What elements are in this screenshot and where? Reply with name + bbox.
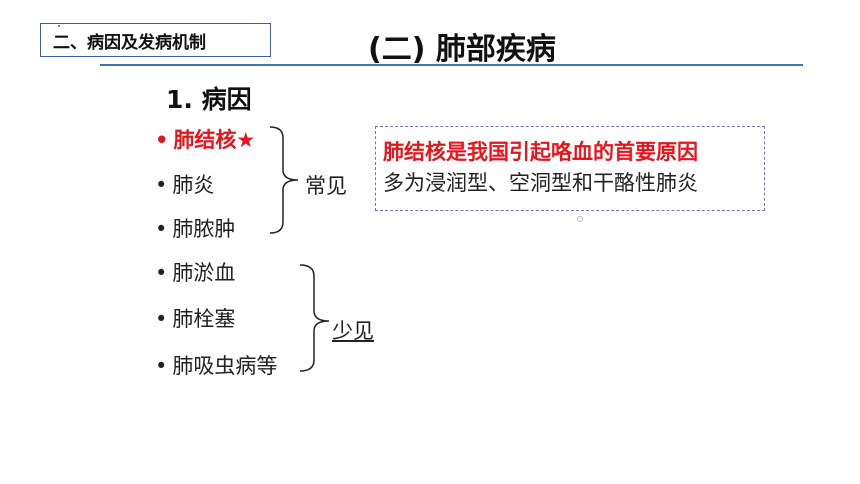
list-item-pulmonary-congestion: •肺淤血 <box>155 257 235 287</box>
note-box: 肺结核是我国引起咯血的首要原因 多为浸润型、空洞型和干酪性肺炎 <box>375 126 765 211</box>
note-detail-text: 多为浸润型、空洞型和干酪性肺炎 <box>383 171 698 195</box>
subheading-causes: 1. 病因 <box>166 85 252 114</box>
list-item-label: 肺吸虫病等 <box>172 354 278 378</box>
bullet-icon: • <box>155 261 168 285</box>
list-item-label: 肺脓肿 <box>172 217 236 241</box>
list-item-label: 肺栓塞 <box>172 307 236 331</box>
resize-handle-icon <box>577 216 583 222</box>
bullet-icon: • <box>155 128 169 152</box>
list-item-label: 肺炎 <box>172 173 215 197</box>
decorative-dot <box>58 25 60 27</box>
list-item-label: 肺淤血 <box>172 261 236 285</box>
title-divider <box>100 64 803 66</box>
list-item-tuberculosis: •肺结核★ <box>155 124 255 154</box>
common-bracket-icon <box>269 126 299 234</box>
list-item-pulmonary-embolism: •肺栓塞 <box>155 303 235 333</box>
bullet-icon: • <box>155 307 168 331</box>
rare-bracket-icon <box>299 264 330 372</box>
common-label: 常见 <box>305 174 347 198</box>
list-item-lung-abscess: •肺脓肿 <box>155 213 235 243</box>
list-item-pneumonia: •肺炎 <box>155 169 214 199</box>
slide-title: (二) 肺部疾病 <box>368 32 556 67</box>
rare-label: 少见 <box>332 319 374 343</box>
bullet-icon: • <box>155 354 168 378</box>
list-item-paragonimiasis: •肺吸虫病等 <box>155 350 277 380</box>
note-highlight-text: 肺结核是我国引起咯血的首要原因 <box>383 140 698 164</box>
bullet-icon: • <box>155 217 168 241</box>
bullet-icon: • <box>155 173 168 197</box>
list-item-label: 肺结核★ <box>173 128 256 152</box>
section-tag-text: 二、病因及发病机制 <box>53 32 206 53</box>
section-tag: 二、病因及发病机制 <box>40 23 271 57</box>
